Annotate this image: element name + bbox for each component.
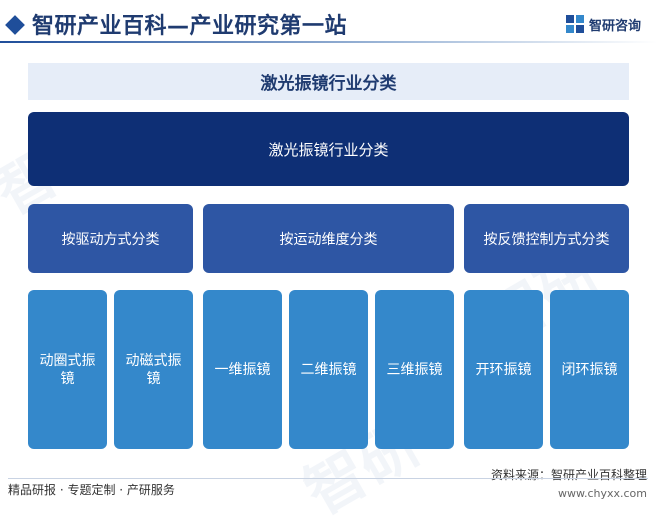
footer-divider [8,478,648,479]
brand-logo: 智研咨询 [565,14,641,34]
diagram-title: 激光振镜行业分类 [260,74,397,94]
category-node-feedback: 按反馈控制方式分类 [464,204,629,273]
category-node-dimension: 按运动维度分类 [203,204,454,273]
source-note: 资料来源：智研产业百科整理 [490,468,647,482]
diamond-icon [5,15,25,35]
category-node-drive: 按驱动方式分类 [28,204,193,273]
diagram-title-band: 激光振镜行业分类 [28,63,629,100]
page-title: 智研产业百科—产业研究第一站 [32,14,348,39]
leaf-node: 动磁式振镜 [114,290,193,449]
footer-tagline: 精品研报 · 专题定制 · 产研服务 [8,483,175,497]
header-divider [0,41,657,43]
footer-url: www.chyxx.com [557,487,647,500]
logo-text: 智研咨询 [588,18,641,34]
leaf-node: 闭环振镜 [550,290,629,449]
root-node: 激光振镜行业分类 [28,112,629,186]
leaf-node: 动圈式振镜 [28,290,107,449]
leaf-node: 三维振镜 [375,290,454,449]
zhiyan-logo-icon [565,15,584,33]
leaf-node: 一维振镜 [203,290,282,449]
leaf-node: 开环振镜 [464,290,543,449]
page-header: 智研产业百科—产业研究第一站 智研咨询 [0,0,657,50]
leaf-node: 二维振镜 [289,290,368,449]
